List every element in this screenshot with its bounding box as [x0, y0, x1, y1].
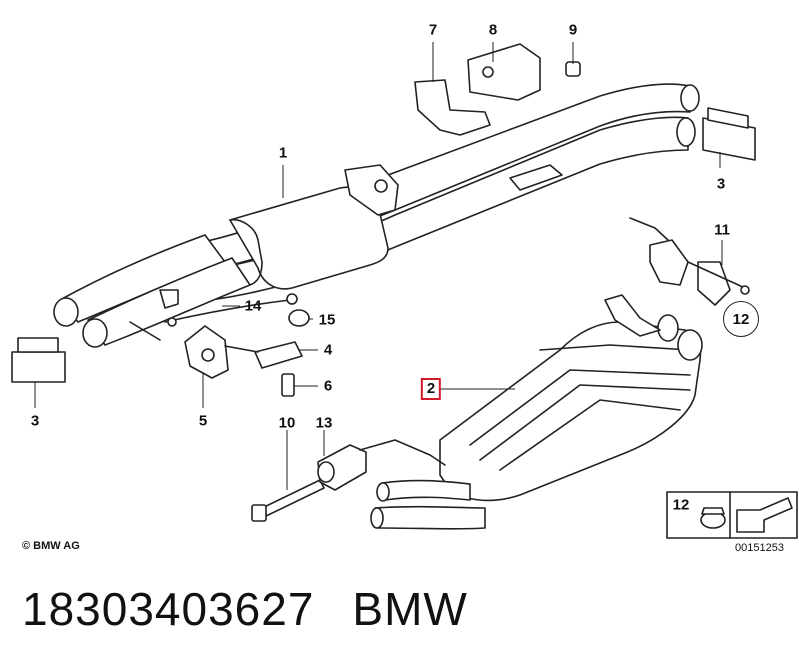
- part-number: 18303403627: [22, 583, 315, 635]
- brand-name: BMW: [352, 583, 468, 635]
- part-label-8: 8: [488, 21, 498, 39]
- part-label-9: 9: [568, 21, 578, 39]
- tailpipe-lower: [374, 505, 486, 530]
- part-label-4: 4: [323, 341, 333, 359]
- bracket-8: [467, 43, 541, 101]
- exhaust-diagram: [11, 42, 798, 539]
- clamp-3-left: [11, 351, 66, 383]
- bolt-6: [281, 373, 295, 397]
- part-label-11: 11: [714, 221, 730, 239]
- part-label-3-right: 3: [716, 175, 726, 193]
- pipe-end-upper: [680, 84, 700, 112]
- part-label-6: 6: [323, 377, 333, 395]
- tailpipe-upper: [381, 479, 471, 501]
- part-label-13: 13: [315, 414, 333, 432]
- part-label-12: 12: [723, 301, 759, 337]
- legend-label-12: 12: [672, 496, 690, 514]
- part-label-3-left: 3: [30, 412, 40, 430]
- part-label-5: 5: [198, 412, 208, 430]
- part-label-10: 10: [278, 414, 296, 432]
- footer-caption: 18303403627 BMW: [22, 582, 468, 636]
- arrow-icon: [736, 497, 793, 533]
- part-label-15: 15: [318, 311, 336, 329]
- part-label-14: 14: [244, 297, 262, 315]
- bracket-4: [254, 341, 303, 369]
- hanger-center: [344, 164, 399, 216]
- part-label-1: 1: [278, 144, 288, 162]
- bracket-7: [414, 79, 491, 136]
- copyright-text: © BMW AG: [22, 540, 80, 552]
- bolt-10: [257, 479, 325, 519]
- document-id: 00151253: [735, 542, 784, 554]
- pipe-end-lower: [676, 117, 696, 147]
- part-label-7: 7: [428, 21, 438, 39]
- part-label-2[interactable]: 2: [420, 378, 442, 400]
- rear-silencer: [439, 321, 702, 502]
- hanger-11: [649, 239, 689, 286]
- cable-14: [164, 299, 291, 323]
- nut-9: [565, 61, 581, 77]
- grommet-15: [288, 309, 310, 327]
